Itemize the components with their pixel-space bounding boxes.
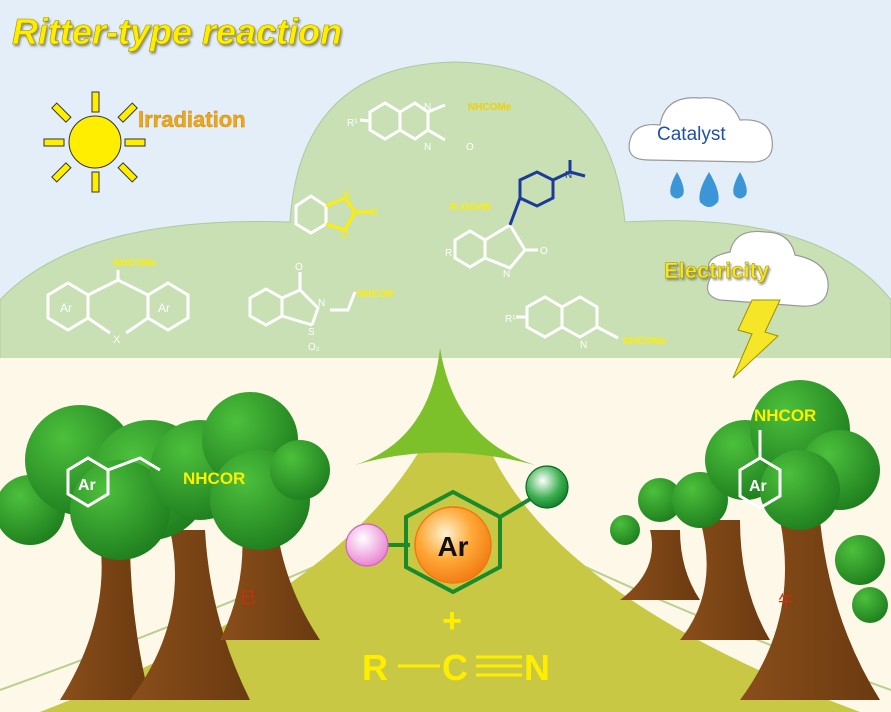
nitrile-c: C: [442, 647, 468, 688]
catalyst-cloud-icon: [628, 97, 773, 163]
quinoxalinone-n1: N: [424, 102, 431, 113]
arene-label: Ar: [437, 531, 468, 562]
quinoxalinone-r1: R¹: [347, 118, 358, 129]
central-tree-top: [355, 348, 535, 465]
irradiation-label: Irradiation: [138, 107, 246, 132]
arene-reagent: [345, 465, 569, 595]
quinoxalinone-group: NHCOMe: [468, 102, 512, 113]
oxindole-n: N: [503, 269, 510, 280]
benzoxazole-o: O: [341, 230, 349, 241]
quinoline-group: NHCOMe: [623, 336, 667, 347]
right-tree-mark: 午: [778, 593, 794, 611]
benzoxazole-n: N: [343, 190, 350, 201]
raindrop-icons: [670, 172, 747, 207]
hills: [0, 61, 891, 361]
arene-core: [414, 506, 492, 584]
saccharin-n: N: [318, 298, 325, 309]
nitrile-r: R: [362, 647, 388, 688]
catalyst-label: Catalyst: [657, 124, 726, 145]
oxindole-r: R: [445, 248, 452, 259]
oxindole-amine-n: N: [565, 170, 572, 181]
sun-icon: [43, 91, 146, 193]
xanthene-group: NHCOMe: [113, 258, 157, 269]
green-substituent-ball: [525, 465, 569, 509]
triple-bond: [476, 655, 522, 677]
plus-sign: +: [442, 602, 462, 640]
left-tree-group: NHCOR: [183, 469, 245, 488]
left-tree-mark: 巳: [240, 590, 256, 607]
quinoline-r1: R¹: [505, 314, 516, 325]
lightning-icon: [732, 299, 781, 379]
xanthene-ring2: Ar: [158, 301, 170, 315]
saccharin-o: O: [295, 262, 303, 273]
right-tree-group: NHCOR: [754, 406, 816, 425]
quinoxalinone-structure: [359, 101, 446, 142]
left-trees: [0, 392, 330, 700]
electricity-cloud-icon: [706, 230, 829, 307]
xanthene-ring1: Ar: [60, 301, 72, 315]
right-tree-ring-label: Ar: [749, 478, 767, 495]
saccharin-group: NHCOR: [357, 289, 394, 300]
right-tree-arene-structure: [738, 430, 782, 510]
saccharin-so2: O₂: [308, 342, 320, 353]
benzoxazole-r: R: [371, 208, 378, 219]
electricity-label: Electricity: [664, 258, 770, 283]
nitrile-n: N: [524, 647, 550, 688]
benzoxazole-structure: [294, 194, 372, 235]
quinoxalinone-o: O: [466, 142, 474, 153]
oxindole-structure: [453, 160, 586, 270]
saccharin-structure: [248, 272, 357, 327]
quinoline-structure: [516, 295, 619, 340]
oxindole-group: R₂OCHN: [450, 202, 491, 213]
xanthene-structure: [46, 270, 190, 335]
saccharin-s: S: [308, 327, 315, 338]
left-tree-ring-label: Ar: [78, 477, 96, 494]
title: Ritter-type reaction: [12, 11, 342, 52]
left-tree-arene-structure: [66, 456, 161, 508]
quinoxalinone-n2: N: [424, 142, 431, 153]
oxindole-o: O: [540, 246, 548, 257]
xanthene-x: X: [113, 334, 121, 346]
quinoline-n: N: [580, 340, 587, 351]
pink-substituent-ball: [345, 523, 389, 567]
